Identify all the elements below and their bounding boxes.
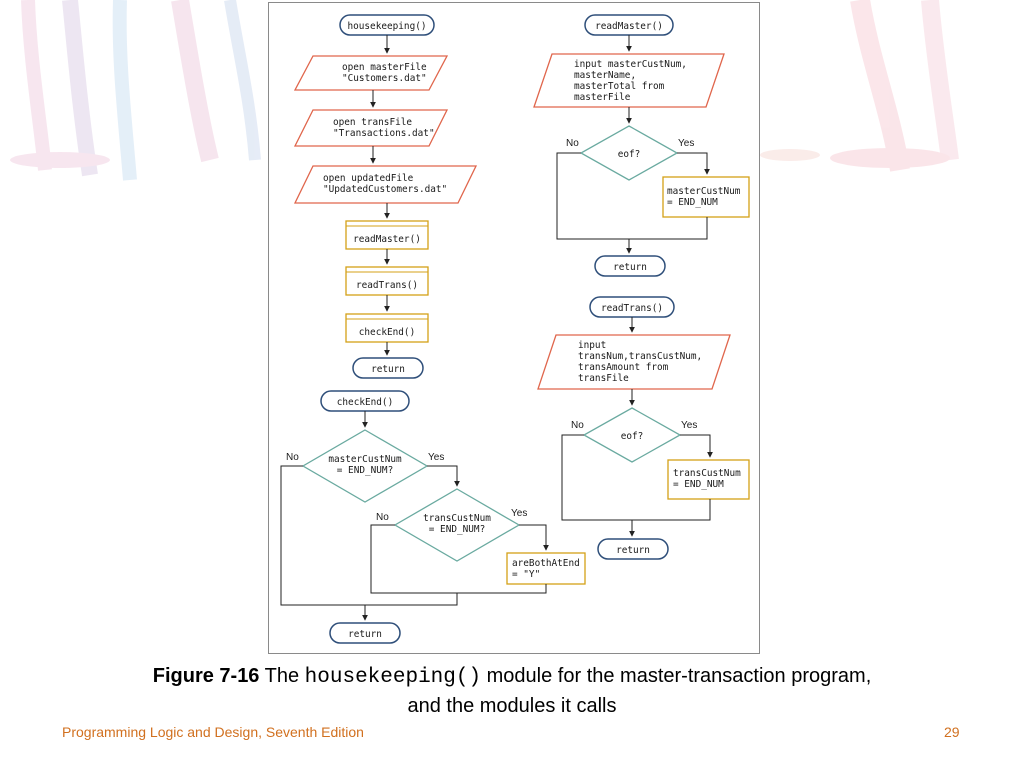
- open-updated-line1: open updatedFile: [323, 173, 414, 184]
- housekeeping-start-label: housekeeping(): [347, 21, 426, 32]
- checkend-decision2: [393, 488, 521, 562]
- readmaster-yes-label: Yes: [678, 138, 694, 149]
- readtrans-input-line2: transNum,transCustNum,: [578, 351, 702, 362]
- readtrans-set-end-line2: = END_NUM: [673, 479, 724, 490]
- readmaster-return-terminal: [594, 255, 666, 277]
- checkend-start-label: checkEnd(): [337, 397, 393, 408]
- checkend-d2-no-label: No: [376, 512, 389, 523]
- checkend-decision2-line2: = END_NUM?: [429, 524, 485, 535]
- readmaster-input-line1: input masterCustNum,: [574, 59, 687, 70]
- flowchart-figure: housekeeping() open masterFile "Customer…: [268, 2, 760, 654]
- open-master-io: [293, 55, 449, 91]
- readmaster-set-end-line1: masterCustNum: [667, 186, 741, 197]
- readtrans-eof-decision: [582, 407, 682, 463]
- housekeeping-return-label: return: [371, 364, 405, 375]
- readtrans-no-label: No: [571, 420, 584, 431]
- readtrans-module: readTrans() input transNum,transCustNum,…: [537, 296, 750, 560]
- checkend-d1-no-label: No: [286, 452, 299, 463]
- readmaster-input-line4: masterFile: [574, 92, 631, 103]
- figure-caption: Figure 7-16 The housekeeping() module fo…: [60, 662, 964, 721]
- readmaster-eof-label: eof?: [618, 149, 641, 160]
- readmaster-module: readMaster() input masterCustNum, master…: [533, 14, 750, 277]
- checkend-return-terminal: [329, 622, 401, 644]
- readmaster-eof-decision: [579, 125, 679, 181]
- readmaster-input-line2: masterName,: [574, 70, 636, 81]
- readtrans-input-io: [537, 334, 731, 390]
- readmaster-return-label: return: [613, 262, 647, 273]
- readtrans-start-label: readTrans(): [601, 303, 663, 314]
- readtrans-input-line1: input: [578, 340, 606, 351]
- open-trans-line1: open transFile: [333, 117, 412, 128]
- areBothAtEnd-line1: areBothAtEnd: [512, 558, 580, 569]
- open-master-line1: open masterFile: [342, 62, 427, 73]
- readmaster-start-label: readMaster(): [595, 21, 663, 32]
- readmaster-input-line3: masterTotal from: [574, 81, 665, 92]
- checkend-decision2-line1: transCustNum: [423, 513, 491, 524]
- call-checkend-label: checkEnd(): [359, 327, 415, 338]
- background-decoration: [10, 0, 959, 181]
- footer-book-title: Programming Logic and Design, Seventh Ed…: [62, 724, 364, 740]
- housekeeping-return-terminal: [352, 357, 424, 379]
- readmaster-set-end-line2: = END_NUM: [667, 197, 718, 208]
- checkend-d2-yes-label: Yes: [511, 508, 527, 519]
- readtrans-input-line3: transAmount from: [578, 362, 669, 373]
- readtrans-return-terminal: [597, 538, 669, 560]
- checkend-decision1-line1: masterCustNum: [328, 454, 402, 465]
- checkend-decision1-line2: = END_NUM?: [337, 465, 393, 476]
- caption-line2: and the modules it calls: [407, 695, 617, 717]
- readmaster-set-end-process: [662, 176, 750, 218]
- readtrans-set-end-line1: transCustNum: [673, 468, 741, 479]
- caption-pre: The: [259, 665, 305, 687]
- areBothAtEnd-process: [506, 552, 586, 585]
- open-master-line2: "Customers.dat": [342, 73, 427, 84]
- open-trans-io: [293, 109, 449, 147]
- call-readmaster-label: readMaster(): [353, 234, 421, 245]
- readtrans-yes-label: Yes: [681, 420, 697, 431]
- readtrans-return-label: return: [616, 545, 650, 556]
- caption-code: housekeeping(): [304, 666, 482, 689]
- checkend-d1-yes-label: Yes: [428, 452, 444, 463]
- readtrans-input-line4: transFile: [578, 373, 629, 384]
- checkend-decision1: [301, 429, 429, 503]
- readtrans-eof-label: eof?: [621, 431, 644, 442]
- checkend-module: checkEnd() masterCustNum = END_NUM? No Y…: [280, 390, 586, 644]
- call-readtrans-label: readTrans(): [356, 280, 418, 291]
- footer-page-number: 29: [944, 724, 960, 740]
- open-updated-io: [293, 165, 478, 204]
- readmaster-no-label: No: [566, 138, 579, 149]
- housekeeping-module: housekeeping() open masterFile "Customer…: [293, 14, 478, 379]
- open-trans-line2: "Transactions.dat": [333, 128, 435, 139]
- caption-post: module for the master-transaction progra…: [481, 665, 872, 687]
- areBothAtEnd-line2: = "Y": [512, 569, 540, 580]
- readmaster-input-io: [533, 53, 725, 108]
- figure-number: Figure 7-16: [152, 665, 260, 687]
- readtrans-set-end-process: [667, 459, 750, 500]
- checkend-return-label: return: [348, 629, 382, 640]
- open-updated-line2: "UpdatedCustomers.dat": [323, 184, 447, 195]
